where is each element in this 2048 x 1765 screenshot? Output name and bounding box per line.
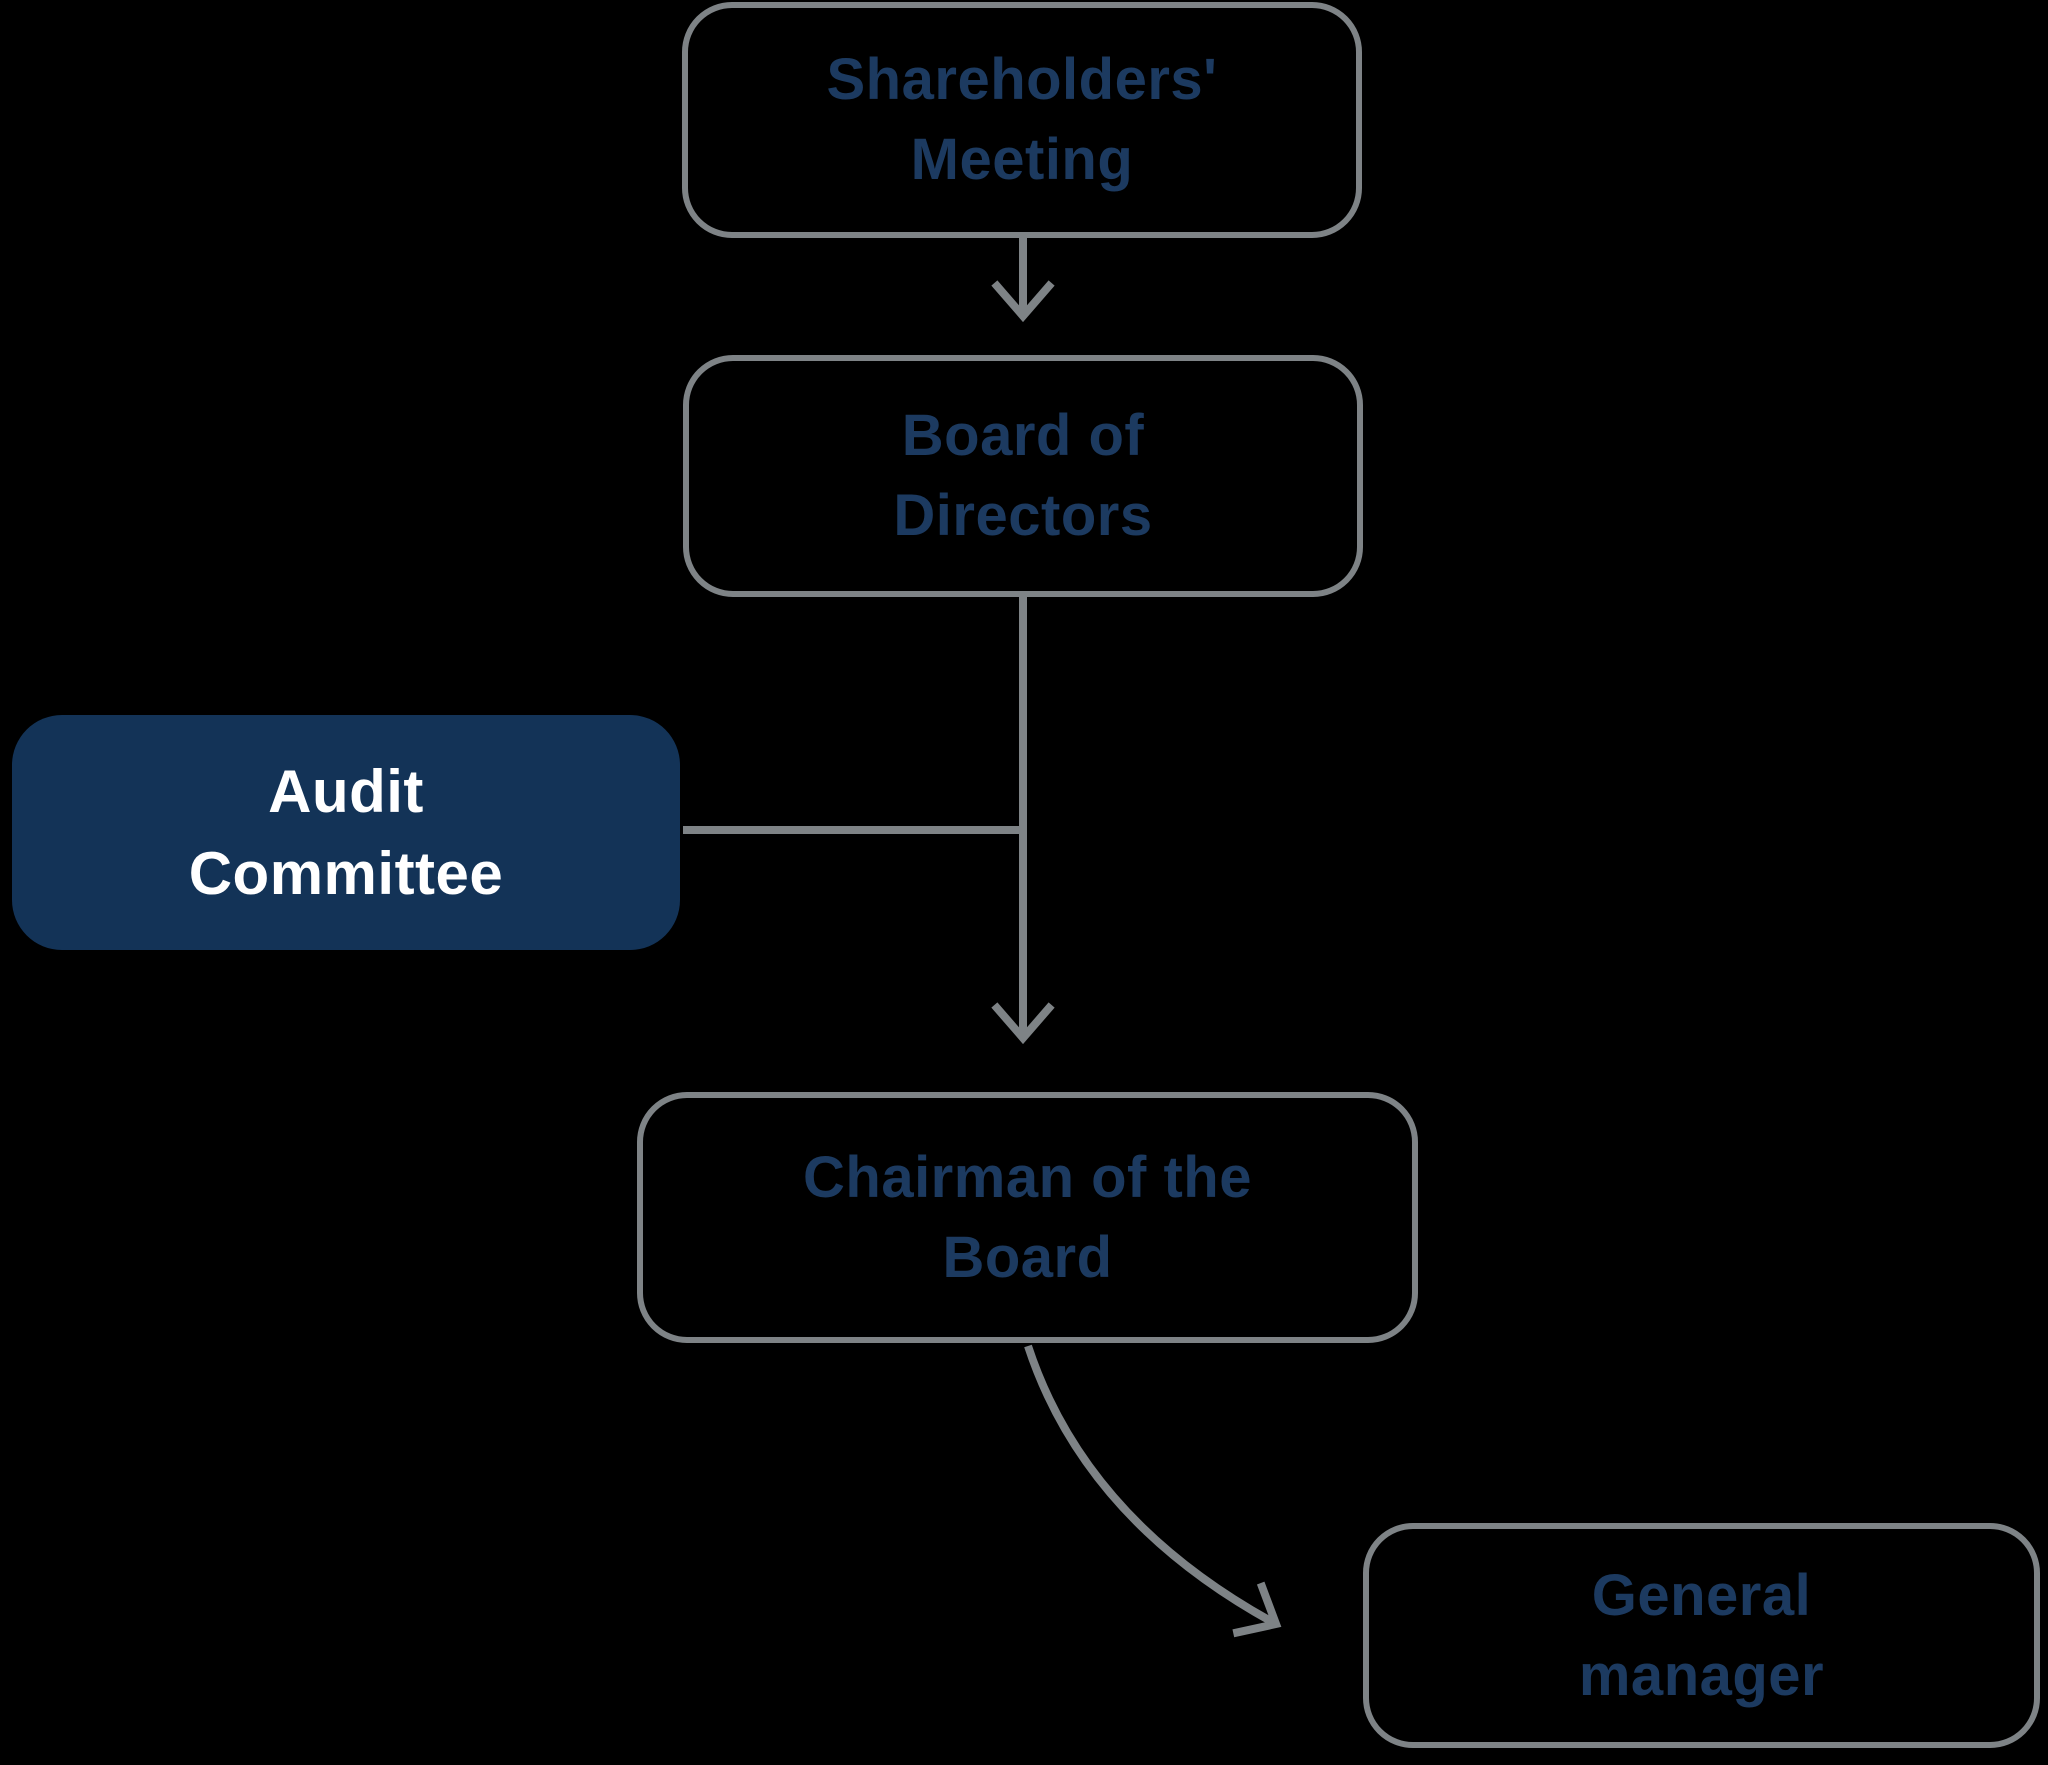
node-audit-committee: Audit Committee [12, 715, 680, 950]
node-shareholders-meeting: Shareholders' Meeting [682, 2, 1362, 238]
node-general-manager-label: General manager [1578, 1562, 1825, 1708]
node-board-of-directors-label: Board of Directors [893, 403, 1153, 548]
node-chairman-of-the-board-label: Chairman of the Board [803, 1144, 1252, 1290]
node-audit-committee-label: Audit Committee [188, 757, 504, 907]
node-chairman-of-the-board: Chairman of the Board [637, 1092, 1418, 1343]
arrow-chairman-to-general-manager [1024, 1344, 1282, 1638]
node-board-of-directors: Board of Directors [683, 355, 1363, 597]
node-general-manager: General manager [1363, 1523, 2040, 1748]
node-shareholders-meeting-label: Shareholders' Meeting [826, 47, 1218, 192]
